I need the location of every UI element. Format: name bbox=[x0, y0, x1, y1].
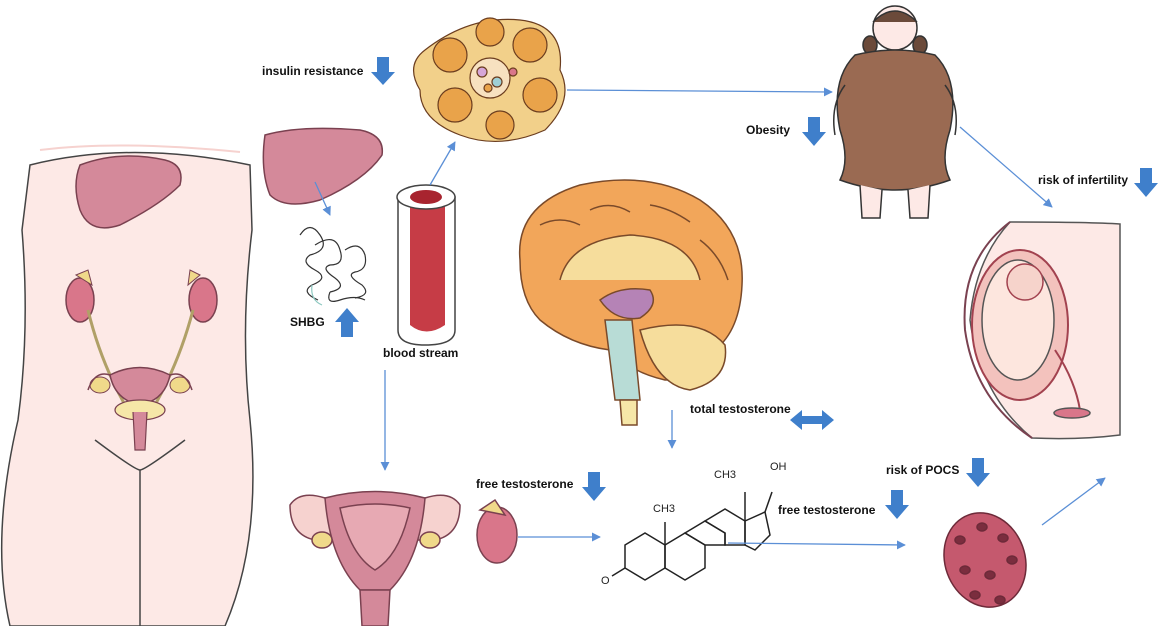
arrow-molecule-to-ovary bbox=[728, 543, 905, 545]
brain-sagittal-illustration bbox=[520, 180, 743, 425]
risk-of-infertility-label: risk of infertility bbox=[1038, 173, 1128, 187]
shbg-up-arrow bbox=[335, 308, 359, 337]
free-testosterone-label-ovary: free testosterone bbox=[778, 503, 875, 517]
polycystic-ovary-illustration bbox=[931, 501, 1039, 619]
ch3-middle-label: CH3 bbox=[653, 503, 675, 515]
ch3-upper-label: CH3 bbox=[714, 469, 736, 481]
total-testosterone-label: total testosterone bbox=[690, 402, 791, 416]
adipose-tissue-illustration bbox=[414, 18, 565, 141]
obesity-label: Obesity bbox=[746, 123, 790, 137]
free-testosterone-down-arrow-uterus bbox=[582, 472, 606, 501]
liver-illustration bbox=[263, 128, 382, 204]
risk-of-pocs-label: risk of POCS bbox=[886, 463, 959, 477]
oh-label: OH bbox=[770, 461, 787, 473]
insulin-resistance-down-arrow bbox=[371, 57, 395, 85]
pocs-down-arrow bbox=[966, 458, 990, 487]
testosterone-molecule bbox=[612, 492, 772, 580]
obesity-down-arrow bbox=[802, 117, 826, 146]
arrow-obesity-to-pregnancy bbox=[960, 127, 1052, 207]
uterus-illustration bbox=[290, 492, 517, 627]
arrow-ovary-to-pregnancy bbox=[1042, 478, 1105, 525]
free-testosterone-down-arrow-ovary bbox=[885, 490, 909, 519]
blood-stream-label: blood stream bbox=[383, 346, 458, 360]
insulin-resistance-label: insulin resistance bbox=[262, 64, 363, 78]
total-testosterone-bidirectional-arrow bbox=[790, 410, 834, 430]
free-testosterone-label-uterus: free testosterone bbox=[476, 477, 573, 491]
shbg-protein-illustration bbox=[300, 228, 366, 306]
obese-woman-illustration bbox=[834, 6, 957, 218]
arrow-vessel-to-fat bbox=[430, 142, 455, 185]
infertility-down-arrow bbox=[1134, 168, 1158, 197]
oxygen-label: O bbox=[601, 575, 610, 587]
pregnancy-illustration bbox=[965, 222, 1120, 439]
arrow-fat-to-obesity bbox=[567, 90, 832, 92]
blood-vessel-illustration bbox=[397, 185, 455, 345]
shbg-label: SHBG bbox=[290, 315, 325, 329]
